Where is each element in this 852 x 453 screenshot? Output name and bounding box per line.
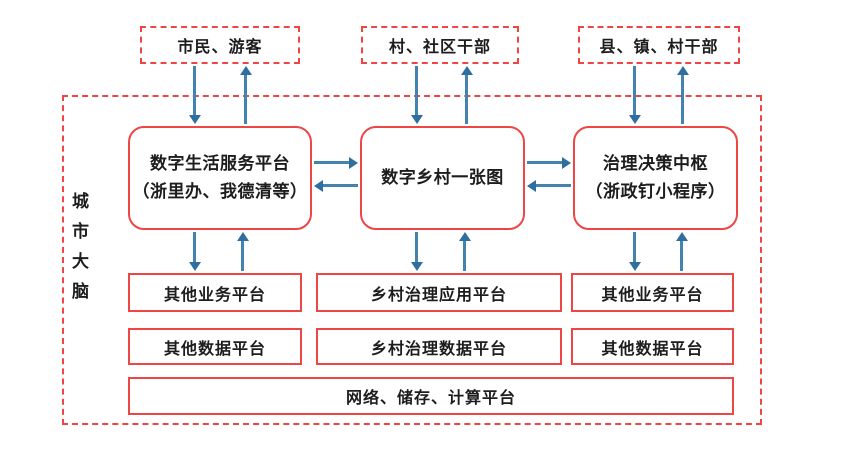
data-platform-box-center: 乡村治理数据平台: [316, 328, 562, 365]
arrow-hub3-to-county-cadres-up-icon: [676, 66, 689, 124]
hub-digital-village-map: 数字乡村一张图: [360, 126, 525, 230]
business-platform-box-left: 其他业务平台: [128, 273, 302, 312]
business-platform-label-left: 其他业务平台: [163, 286, 266, 304]
business-platform-label-right: 其他业务平台: [601, 286, 704, 304]
data-platform-box-right: 其他数据平台: [571, 328, 734, 365]
arrow-hub2-to-business-center-down-icon: [410, 232, 423, 271]
arrow-hub2-to-hub3-right-icon: [527, 156, 571, 169]
arrow-hub3-to-business-right-down-icon: [628, 232, 641, 271]
actor-box-citizens: 市民、游客: [140, 26, 300, 64]
arrow-hub1-to-business-left-down-icon: [188, 232, 201, 271]
arrow-county-cadres-to-hub3-down-icon: [628, 66, 641, 124]
arrow-hub1-to-citizens-up-icon: [239, 66, 252, 124]
actor-label-county-cadres: 县、镇、村干部: [599, 39, 719, 56]
arrow-hub2-to-village-cadres-up-icon: [460, 66, 473, 124]
actor-label-citizens: 市民、游客: [177, 39, 263, 56]
actor-box-county-cadres: 县、镇、村干部: [578, 26, 740, 64]
city-brain-container: [62, 95, 762, 425]
hub-governance-line1: 治理决策中枢: [603, 153, 708, 173]
hub-governance-line2: （浙政钉小程序）: [585, 182, 726, 201]
arrow-business-right-to-hub3-up-icon: [675, 232, 688, 271]
hub-digital-life-line2: （浙里办、我德清等）: [132, 182, 308, 201]
arrow-hub3-to-hub2-left-icon: [527, 179, 571, 192]
infra-platform-label: 网络、储存、计算平台: [345, 390, 516, 407]
arrow-business-center-to-hub2-up-icon: [458, 232, 471, 271]
arrow-citizens-to-hub1-down-icon: [188, 66, 201, 124]
actor-box-village-cadres: 村、社区干部: [361, 26, 519, 64]
hub-village-map-line1: 数字乡村一张图: [381, 167, 504, 187]
arrow-village-cadres-to-hub2-down-icon: [410, 66, 423, 124]
actor-label-village-cadres: 村、社区干部: [388, 39, 491, 56]
city-brain-label: 城市大脑: [69, 192, 88, 312]
data-platform-box-left: 其他数据平台: [128, 328, 302, 365]
business-platform-label-center: 乡村治理应用平台: [370, 286, 507, 304]
arrow-business-left-to-hub1-up-icon: [236, 232, 249, 271]
business-platform-box-right: 其他业务平台: [571, 273, 734, 312]
business-platform-box-center: 乡村治理应用平台: [316, 273, 562, 312]
hub-digital-life-line1: 数字生活服务平台: [150, 153, 290, 173]
hub-digital-life-platform: 数字生活服务平台 （浙里办、我德清等）: [128, 126, 312, 230]
data-platform-label-left: 其他数据平台: [163, 340, 266, 358]
hub-governance-decision-center: 治理决策中枢 （浙政钉小程序）: [573, 126, 738, 230]
arrow-hub1-to-hub2-right-icon: [314, 156, 358, 169]
infra-platform-box: 网络、储存、计算平台: [128, 377, 734, 415]
arrow-hub2-to-hub1-left-icon: [314, 179, 358, 192]
data-platform-label-right: 其他数据平台: [601, 340, 704, 358]
data-platform-label-center: 乡村治理数据平台: [370, 340, 507, 358]
